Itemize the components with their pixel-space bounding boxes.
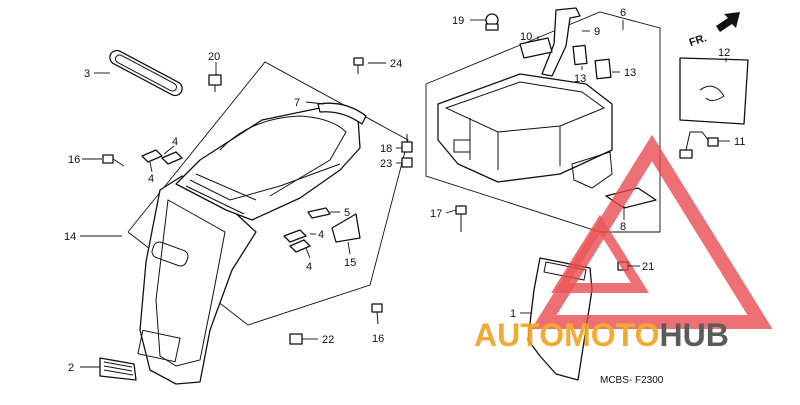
callout-19: 19 [452, 15, 464, 27]
callout-16-lower: 16 [372, 333, 384, 345]
fender-lamp-opening [151, 241, 189, 267]
storage-box-slot [453, 139, 471, 153]
lead-4b [149, 161, 153, 173]
callout-1: 1 [510, 308, 516, 320]
seal-twelve [679, 57, 749, 125]
watermark-auto: AUTO [474, 317, 564, 353]
callouts: 3 20 24 7 16 4 4 14 5 4 4 15 16 22 2 18 … [64, 7, 745, 374]
callout-4-lower-right: 4 [318, 229, 324, 241]
lead-15 [347, 241, 351, 255]
nut-twenty-two [289, 333, 303, 345]
watermark: AUTOMOTOHUB [474, 134, 773, 353]
bracket-plate [331, 213, 361, 243]
screw-seventeen [455, 205, 467, 232]
pad-five [307, 207, 331, 219]
callout-13-left: 13 [574, 73, 586, 85]
harness-plug [679, 149, 693, 159]
storage-box [437, 73, 613, 183]
callout-16-upper: 16 [68, 154, 80, 166]
bolt-sixteen-lower [371, 303, 383, 325]
fender-plate-area [137, 329, 181, 363]
clip-thirteen-b [594, 58, 612, 80]
rubber-strip [317, 102, 367, 125]
storage-box-inner [469, 118, 561, 170]
callout-10: 10 [520, 31, 532, 43]
callout-7: 7 [294, 97, 300, 109]
callout-4-upper-left: 4 [148, 173, 154, 185]
diagram-code: MCBS- F2300 [600, 375, 664, 386]
lead-4d [305, 247, 311, 259]
callout-12: 12 [718, 47, 730, 59]
callout-24: 24 [390, 58, 402, 70]
lead-7 [305, 101, 325, 105]
callout-21: 21 [642, 261, 654, 273]
callout-11: 11 [734, 136, 745, 148]
front-marker-text: FR. [688, 32, 709, 49]
callout-8: 8 [620, 221, 626, 233]
seal-twelve-mark [699, 85, 725, 102]
right-assembly-frame [425, 11, 661, 233]
pad-upper-a [141, 149, 163, 163]
callout-9: 9 [594, 26, 600, 38]
leader-lines [80, 19, 730, 368]
watermark-triangle-inner [550, 214, 650, 293]
upper-fender-side [189, 163, 341, 201]
watermark-moto: MOTO [564, 317, 659, 353]
callout-17: 17 [430, 208, 442, 220]
callout-4-lower: 4 [306, 261, 312, 273]
callout-13-right: 13 [624, 67, 636, 79]
pad-ten [519, 37, 553, 59]
upper-fender-ridge [219, 115, 347, 197]
collar-twenty-three [401, 157, 413, 168]
reflector-grid [103, 361, 134, 376]
callout-5: 5 [344, 207, 350, 219]
bolt-sixteen-upper [102, 154, 125, 167]
screw-twenty-four [353, 57, 364, 74]
callout-15: 15 [344, 257, 356, 269]
clip-thirteen-a [572, 44, 588, 66]
grommet-eighteen [401, 134, 413, 153]
lead-17 [445, 209, 457, 214]
upper-fender-cowl [175, 107, 361, 221]
clamp-nineteen [485, 13, 499, 31]
callout-3: 3 [84, 68, 90, 80]
left-assembly-frame [127, 61, 409, 326]
callout-2: 2 [68, 362, 74, 374]
harness-socket [707, 137, 719, 147]
storage-box-tab [571, 151, 613, 189]
nut-twenty [208, 74, 222, 92]
storage-box-group: FR. [401, 7, 749, 233]
callout-22: 22 [322, 334, 334, 346]
rear-fender-inner [155, 199, 226, 367]
front-arrow-icon [716, 12, 740, 32]
upper-fender-rail [185, 173, 257, 215]
callout-6: 6 [620, 7, 626, 19]
band-strap-inner [115, 54, 177, 92]
lead-4a [163, 145, 175, 155]
pad-upper-b [161, 151, 183, 165]
callout-18: 18 [380, 143, 392, 155]
watermark-text: AUTOMOTOHUB [474, 317, 729, 353]
watermark-hub: HUB [659, 317, 728, 353]
strap-nine [541, 7, 581, 77]
callout-23: 23 [380, 158, 392, 170]
callout-20: 20 [208, 51, 220, 63]
callout-14: 14 [64, 231, 76, 243]
band-strap [109, 49, 183, 97]
rear-fender-group [99, 49, 409, 385]
pad-lower-b [289, 239, 311, 253]
pad-lower-a [283, 229, 307, 243]
callout-4-upper-right: 4 [172, 136, 178, 148]
